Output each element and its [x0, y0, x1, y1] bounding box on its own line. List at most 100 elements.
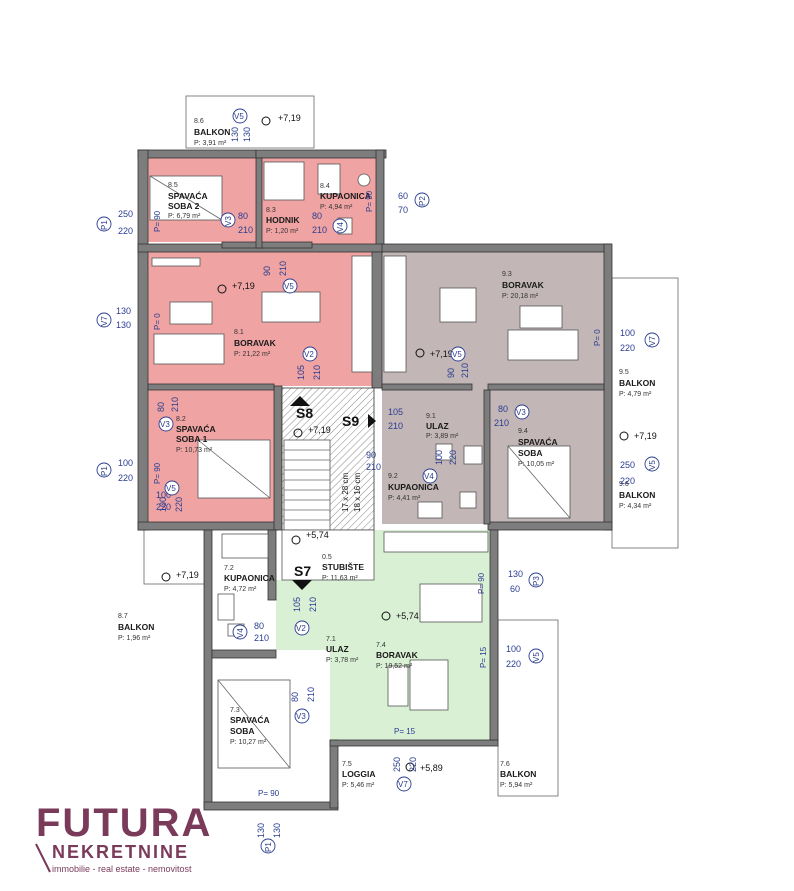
opening-tag: V3 — [296, 712, 306, 721]
dim-label: 100 — [118, 458, 133, 468]
level-label: +7,19 — [176, 570, 199, 580]
room-name: BALKON — [619, 378, 655, 388]
level-label: +5,74 — [396, 611, 419, 621]
parapet-labels: P= 90 P= 90 P= 0 P= 90 P= 0 P= 90 P= 15 … — [153, 190, 602, 798]
balcony-8-6 — [185, 95, 315, 149]
stair-labels: S8 S9 S7 17 x 28 cm 18 x 16 cm — [294, 405, 362, 579]
room-name: BORAVAK — [376, 650, 419, 660]
stair-spec: 17 x 28 cm — [341, 473, 350, 512]
room-area: P: 6,79 m² — [168, 213, 201, 220]
dim-label: 220 — [156, 502, 171, 512]
dimension-labels: 130 130 250 220 130 130 100 220 100 220 … — [116, 127, 635, 838]
room-name: BALKON — [500, 769, 536, 779]
futura-logo: FUTURA NEKRETNINE immobilie - real estat… — [35, 801, 210, 874]
dim-label: 105 — [292, 597, 302, 612]
dim-label: 210 — [388, 421, 403, 431]
dim-label: 100 — [506, 644, 521, 654]
dim-label: 210 — [312, 225, 327, 235]
dim-label: 100 — [156, 490, 171, 500]
opening-tag: V4 — [236, 628, 245, 638]
parapet-label: P= 90 — [258, 789, 280, 798]
dim-label: 130 — [116, 306, 131, 316]
room-name: SPAVAĆA — [176, 423, 216, 434]
level-label: +5,74 — [306, 530, 329, 540]
opening-tag: V3 — [516, 408, 526, 417]
dim-label: 90 — [446, 368, 456, 378]
room-area: P: 10,05 m² — [518, 461, 555, 468]
parapet-label: P= 0 — [593, 329, 602, 346]
dim-label: 80 — [312, 211, 322, 221]
room-area: P: 3,89 m² — [426, 433, 459, 440]
dim-label: 130 — [242, 127, 252, 142]
room-area: P: 3,78 m² — [326, 657, 359, 664]
room-name-2: SOBA — [230, 726, 255, 736]
dim-label: 100 — [620, 328, 635, 338]
unit7-entry-fill — [276, 580, 336, 650]
furniture — [149, 161, 579, 769]
dim-label: 210 — [306, 687, 316, 702]
dim-label: 220 — [506, 659, 521, 669]
room-name-2: SOBA 2 — [168, 201, 200, 211]
dim-label: 220 — [174, 497, 184, 512]
level-label: +7,19 — [278, 113, 301, 123]
unit9-living-fill — [382, 252, 604, 386]
dim-label: 210 — [366, 462, 381, 472]
opening-tag: V3 — [160, 420, 170, 429]
level-label: +7,19 — [430, 349, 453, 359]
room-code: 7.4 — [376, 642, 386, 649]
room-code: 9.6 — [619, 481, 629, 488]
dim-label: 250 — [118, 209, 133, 219]
dim-label: 60 — [398, 191, 408, 201]
opening-tag: V5 — [166, 484, 176, 493]
dim-label: 210 — [494, 418, 509, 428]
opening-tags: V5 P1 V3 V4 P2 V7 V5 V2 V3 P1 V5 V5 V7 V… — [96, 108, 660, 854]
room-name: SPAVAĆA — [230, 714, 270, 725]
room-name: ULAZ — [426, 421, 449, 431]
opening-tag: V2 — [296, 624, 306, 633]
room-code: 8.6 — [194, 118, 204, 125]
room-name: BORAVAK — [502, 280, 545, 290]
room-code: 7.3 — [230, 707, 240, 714]
dim-label: 130 — [256, 823, 266, 838]
room-labels: 8.6 BALKON P: 3,91 m² 8.5 SPAVAĆA SOBA 2… — [118, 118, 655, 789]
opening-tag: V5 — [452, 350, 462, 359]
room-name: BORAVAK — [234, 338, 277, 348]
room-area: P: 4,79 m² — [619, 391, 652, 398]
room-code: 8.2 — [176, 416, 186, 423]
room-name-2: SOBA — [518, 448, 543, 458]
room-code: 9.5 — [619, 369, 629, 376]
dim-label: 80 — [156, 402, 166, 412]
room-area: P: 4,72 m² — [224, 586, 257, 593]
room-area: P: 20,18 m² — [502, 293, 539, 300]
parapet-label: P= 0 — [153, 313, 162, 330]
dim-label: 210 — [238, 225, 253, 235]
opening-tag: V3 — [224, 216, 233, 226]
level-label: +5,89 — [420, 763, 443, 773]
dim-label: 250 — [620, 460, 635, 470]
stair-label-s7: S7 — [294, 563, 311, 579]
dim-label: 80 — [238, 211, 248, 221]
opening-tag: P1 — [100, 220, 109, 230]
room-code: 8.3 — [266, 207, 276, 214]
dim-label: 210 — [460, 363, 470, 378]
opening-tag: V5 — [234, 112, 244, 121]
room-code: 7.1 — [326, 636, 336, 643]
dim-label: 100 — [158, 497, 168, 512]
dim-label: 105 — [296, 365, 306, 380]
dim-label: 130 — [272, 823, 282, 838]
opening-tag: V7 — [648, 336, 657, 346]
dim-label: 220 — [118, 226, 133, 236]
dim-label: 210 — [254, 633, 269, 643]
dim-label: 130 — [116, 320, 131, 330]
room-code: 8.1 — [234, 329, 244, 336]
dim-label: 80 — [254, 621, 264, 631]
opening-tag: V7 — [398, 780, 408, 789]
room-area: P: 11,63 m² — [322, 575, 358, 582]
parapet-label: P= 15 — [394, 727, 416, 736]
room-code: 8.7 — [118, 613, 128, 620]
dim-label: 90 — [262, 266, 272, 276]
room-code: 7.5 — [342, 761, 352, 768]
parapet-label: P= 90 — [153, 210, 162, 232]
opening-tag: V4 — [424, 472, 434, 481]
